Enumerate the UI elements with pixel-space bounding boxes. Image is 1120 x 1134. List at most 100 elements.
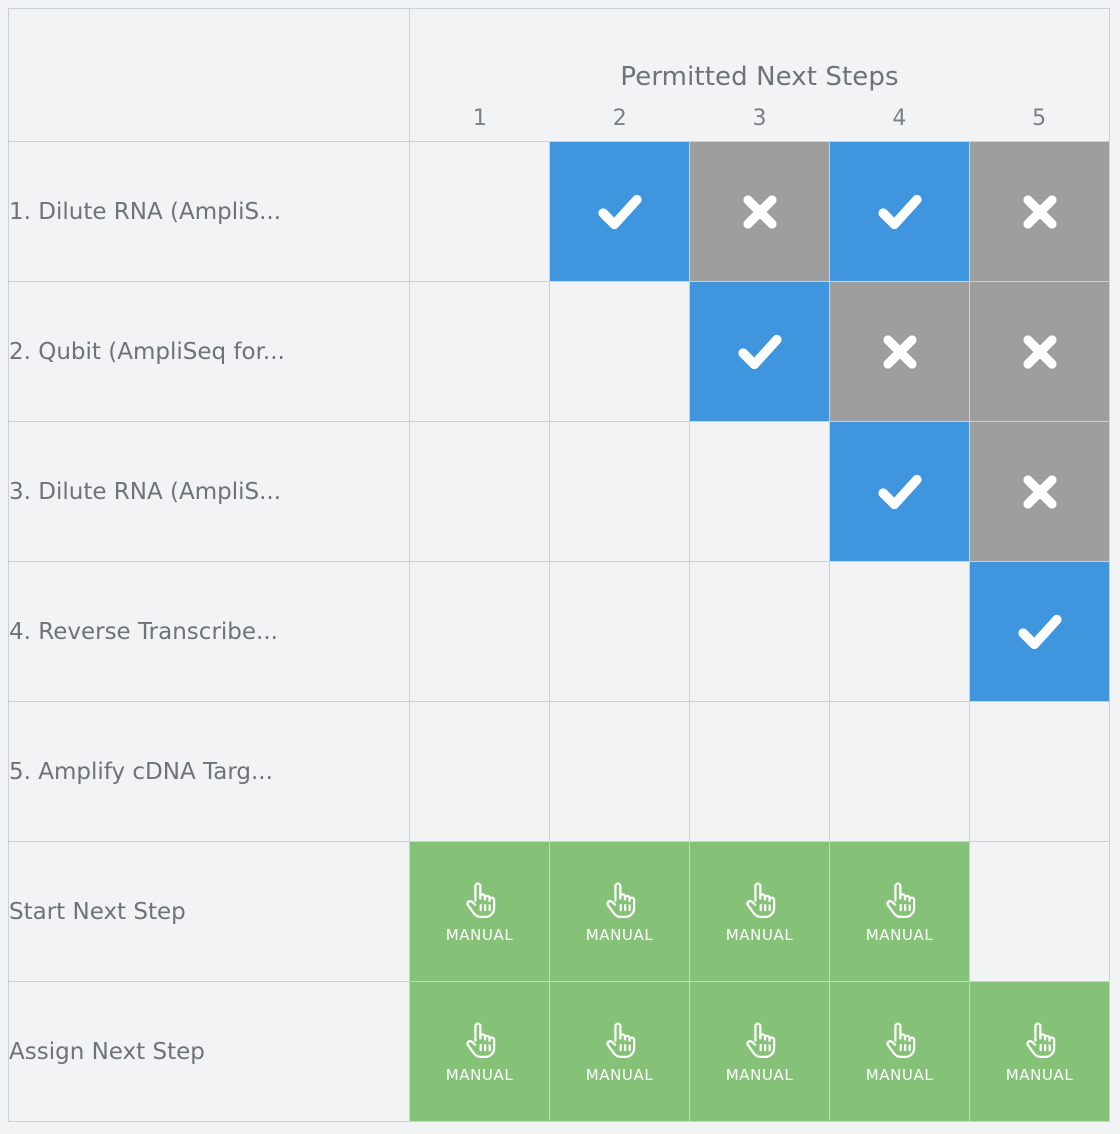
cell-content bbox=[550, 702, 689, 841]
matrix-cell-r6-c1[interactable]: MANUAL bbox=[409, 841, 550, 982]
matrix-cell-r7-c2[interactable]: MANUAL bbox=[549, 981, 690, 1122]
matrix-cell-r2-c5[interactable] bbox=[968, 281, 1111, 422]
matrix-cell-r6-c5 bbox=[968, 841, 1111, 982]
matrix-cell-r6-c3[interactable]: MANUAL bbox=[689, 841, 830, 982]
cell-content bbox=[550, 142, 689, 281]
header-corner-cell bbox=[8, 8, 410, 142]
step-row: 4. Reverse Transcribe... bbox=[8, 561, 1111, 702]
pointing-hand-icon bbox=[741, 880, 779, 920]
matrix-cell-r3-c1 bbox=[409, 421, 550, 562]
check-icon bbox=[733, 325, 787, 379]
column-header-4: 4 bbox=[892, 105, 907, 131]
column-header-5: 5 bbox=[1032, 105, 1047, 131]
matrix-cell-r5-c3 bbox=[689, 701, 830, 842]
step-row-label: 4. Reverse Transcribe... bbox=[8, 561, 410, 702]
cell-content bbox=[410, 142, 549, 281]
cell-content bbox=[830, 562, 969, 701]
header-row: Permitted Next Steps 1 2 3 4 5 bbox=[8, 8, 1111, 142]
matrix-cell-r4-c5[interactable] bbox=[968, 561, 1111, 702]
cross-icon bbox=[736, 188, 784, 236]
check-icon bbox=[873, 465, 927, 519]
column-header-1: 1 bbox=[472, 105, 487, 131]
cell-content: MANUAL bbox=[690, 982, 829, 1121]
matrix-cell-r2-c4[interactable] bbox=[829, 281, 970, 422]
matrix-body: 1. Dilute RNA (AmpliS...2. Qubit (AmpliS… bbox=[8, 141, 1111, 1122]
manual-label: MANUAL bbox=[445, 1066, 514, 1084]
matrix-cell-r1-c2[interactable] bbox=[549, 141, 690, 282]
check-icon bbox=[1013, 605, 1067, 659]
cell-content bbox=[830, 422, 969, 561]
manual-action[interactable]: MANUAL bbox=[726, 880, 794, 943]
matrix-cell-r5-c2 bbox=[549, 701, 690, 842]
matrix-cell-r3-c5[interactable] bbox=[968, 421, 1111, 562]
cell-content: MANUAL bbox=[410, 982, 549, 1121]
pointing-hand-icon bbox=[881, 1020, 919, 1060]
cell-content bbox=[550, 422, 689, 561]
manual-action[interactable]: MANUAL bbox=[446, 880, 514, 943]
cell-content bbox=[410, 282, 549, 421]
step-row: 5. Amplify cDNA Targ... bbox=[8, 701, 1111, 842]
pointing-hand-icon bbox=[601, 880, 639, 920]
step-row: 2. Qubit (AmpliSeq for... bbox=[8, 281, 1111, 422]
manual-action[interactable]: MANUAL bbox=[726, 1020, 794, 1083]
check-icon bbox=[873, 185, 927, 239]
action-row-label: Start Next Step bbox=[8, 841, 410, 982]
header-group-title: Permitted Next Steps bbox=[620, 61, 899, 92]
matrix-cell-r3-c3 bbox=[689, 421, 830, 562]
header-column-numbers: 1 2 3 4 5 bbox=[410, 106, 1109, 131]
cell-content: MANUAL bbox=[970, 982, 1109, 1121]
column-header-2: 2 bbox=[612, 105, 627, 131]
matrix-cell-r7-c5[interactable]: MANUAL bbox=[968, 981, 1111, 1122]
pointing-hand-icon bbox=[741, 1020, 779, 1060]
matrix-cell-r1-c3[interactable] bbox=[689, 141, 830, 282]
manual-action[interactable]: MANUAL bbox=[866, 880, 934, 943]
matrix-cell-r3-c2 bbox=[549, 421, 690, 562]
manual-action[interactable]: MANUAL bbox=[446, 1020, 514, 1083]
manual-action[interactable]: MANUAL bbox=[586, 880, 654, 943]
manual-label: MANUAL bbox=[865, 1066, 934, 1084]
cell-content bbox=[690, 282, 829, 421]
step-row-label: 5. Amplify cDNA Targ... bbox=[8, 701, 410, 842]
pointing-hand-icon bbox=[881, 880, 919, 920]
cell-content bbox=[550, 282, 689, 421]
matrix-cell-r6-c4[interactable]: MANUAL bbox=[829, 841, 970, 982]
cell-content bbox=[550, 562, 689, 701]
matrix-cell-r2-c1 bbox=[409, 281, 550, 422]
cell-content bbox=[830, 702, 969, 841]
manual-action[interactable]: MANUAL bbox=[1006, 1020, 1074, 1083]
cell-content: MANUAL bbox=[690, 842, 829, 981]
cell-content bbox=[970, 702, 1109, 841]
matrix-cell-r7-c4[interactable]: MANUAL bbox=[829, 981, 970, 1122]
matrix-cell-r2-c3[interactable] bbox=[689, 281, 830, 422]
cell-content: MANUAL bbox=[410, 842, 549, 981]
cross-icon bbox=[1016, 468, 1064, 516]
step-row-label: 2. Qubit (AmpliSeq for... bbox=[8, 281, 410, 422]
matrix-cell-r4-c4 bbox=[829, 561, 970, 702]
matrix-cell-r1-c5[interactable] bbox=[968, 141, 1111, 282]
action-row-label: Assign Next Step bbox=[8, 981, 410, 1122]
check-icon bbox=[593, 185, 647, 239]
matrix-cell-r7-c1[interactable]: MANUAL bbox=[409, 981, 550, 1122]
pointing-hand-icon bbox=[461, 1020, 499, 1060]
matrix-cell-r7-c3[interactable]: MANUAL bbox=[689, 981, 830, 1122]
cross-icon bbox=[876, 328, 924, 376]
matrix-cell-r1-c4[interactable] bbox=[829, 141, 970, 282]
matrix-header: Permitted Next Steps 1 2 3 4 5 bbox=[8, 8, 1111, 142]
cell-content bbox=[410, 562, 549, 701]
manual-action[interactable]: MANUAL bbox=[866, 1020, 934, 1083]
matrix-cell-r5-c1 bbox=[409, 701, 550, 842]
matrix-cell-r3-c4[interactable] bbox=[829, 421, 970, 562]
manual-label: MANUAL bbox=[725, 1066, 794, 1084]
step-matrix-table: Permitted Next Steps 1 2 3 4 5 1. Dilute… bbox=[8, 8, 1111, 1122]
cell-content: MANUAL bbox=[550, 842, 689, 981]
manual-label: MANUAL bbox=[725, 926, 794, 944]
cell-content: MANUAL bbox=[830, 982, 969, 1121]
cell-content bbox=[690, 422, 829, 561]
matrix-cell-r4-c2 bbox=[549, 561, 690, 702]
manual-action[interactable]: MANUAL bbox=[586, 1020, 654, 1083]
matrix-cell-r6-c2[interactable]: MANUAL bbox=[549, 841, 690, 982]
step-row-label: 1. Dilute RNA (AmpliS... bbox=[8, 141, 410, 282]
cell-content bbox=[690, 702, 829, 841]
